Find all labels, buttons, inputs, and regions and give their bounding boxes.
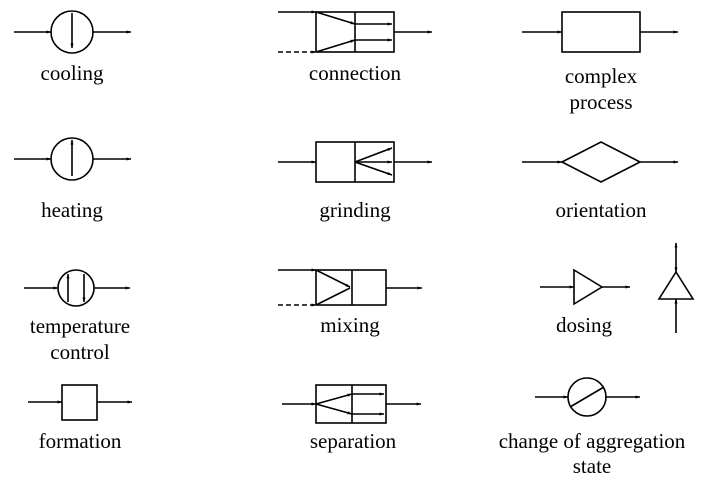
orientation-symbol	[522, 141, 679, 183]
label-complex-process-line1: complex	[564, 64, 638, 88]
label-cooling: cooling	[40, 61, 104, 85]
cooling-symbol	[14, 10, 132, 54]
dosing-symbol-horizontal	[540, 268, 631, 306]
temperature-control-symbol	[24, 269, 131, 307]
dosing-symbol-vertical	[657, 242, 695, 333]
mixing-symbol	[278, 268, 423, 307]
label-temperature-control-line1: temperature	[29, 314, 131, 338]
separation-symbol	[282, 384, 422, 424]
label-formation: formation	[38, 429, 122, 453]
complex-process-symbol	[522, 11, 679, 53]
formation-symbol	[28, 384, 133, 421]
heating-symbol	[14, 137, 132, 181]
label-dosing: dosing	[555, 313, 613, 337]
label-change-of-aggregation-state-line1: change of aggregation	[498, 429, 686, 453]
change-of-aggregation-state-symbol	[535, 377, 641, 417]
label-change-of-aggregation-state-line2: state	[572, 454, 612, 478]
label-grinding: grinding	[319, 198, 391, 222]
connection-symbol	[278, 10, 433, 54]
label-connection: connection	[308, 61, 402, 85]
grinding-symbol	[278, 141, 433, 183]
label-mixing: mixing	[320, 313, 380, 337]
label-complex-process-line2: process	[569, 90, 633, 114]
label-heating: heating	[41, 198, 103, 222]
label-temperature-control-line2: control	[50, 340, 110, 364]
label-separation: separation	[309, 429, 397, 453]
label-orientation: orientation	[555, 198, 647, 222]
